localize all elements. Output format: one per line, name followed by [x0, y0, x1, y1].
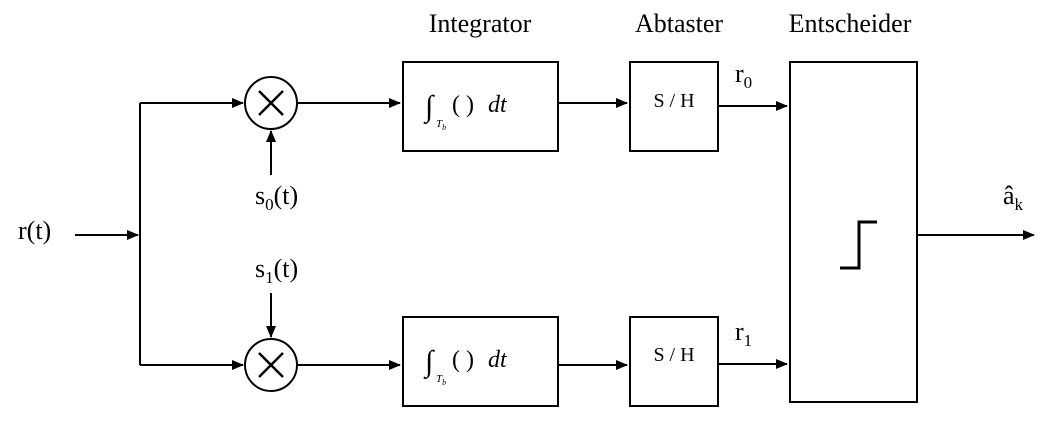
lower-integrator-block: ∫ Tb ( ) dt: [402, 316, 559, 407]
integral-operand: ( ): [452, 92, 474, 118]
decision-block: [789, 61, 918, 403]
sample-hold-label: S / H: [653, 90, 694, 112]
integral-differential: dt: [488, 347, 508, 373]
integrator-header: Integrator: [429, 9, 532, 38]
integral-sign: ∫: [423, 345, 435, 380]
abtaster-header: Abtaster: [635, 9, 723, 38]
step-function-icon: [840, 220, 877, 270]
lower-multiplier: [244, 338, 298, 392]
upper-sample-hold-block: S / H: [629, 61, 719, 152]
output-label: âk: [1003, 181, 1024, 214]
integral-operand: ( ): [452, 347, 474, 373]
r1-label: r1: [735, 317, 752, 350]
upper-integrator-block: ∫ Tb ( ) dt: [402, 61, 559, 152]
integral-differential: dt: [488, 92, 508, 118]
integral-sign: ∫: [423, 90, 435, 125]
sample-hold-label: S / H: [653, 344, 694, 366]
r0-label: r0: [735, 59, 752, 92]
upper-multiplier: [244, 76, 298, 130]
integral-limit: Tb: [436, 118, 446, 132]
s1-label: s1(t): [255, 254, 298, 287]
input-signal-label: r(t): [18, 216, 51, 245]
entscheider-header: Entscheider: [789, 9, 912, 38]
lower-sample-hold-block: S / H: [629, 316, 719, 407]
integral-limit: Tb: [436, 373, 446, 387]
s0-label: s0(t): [255, 181, 298, 214]
